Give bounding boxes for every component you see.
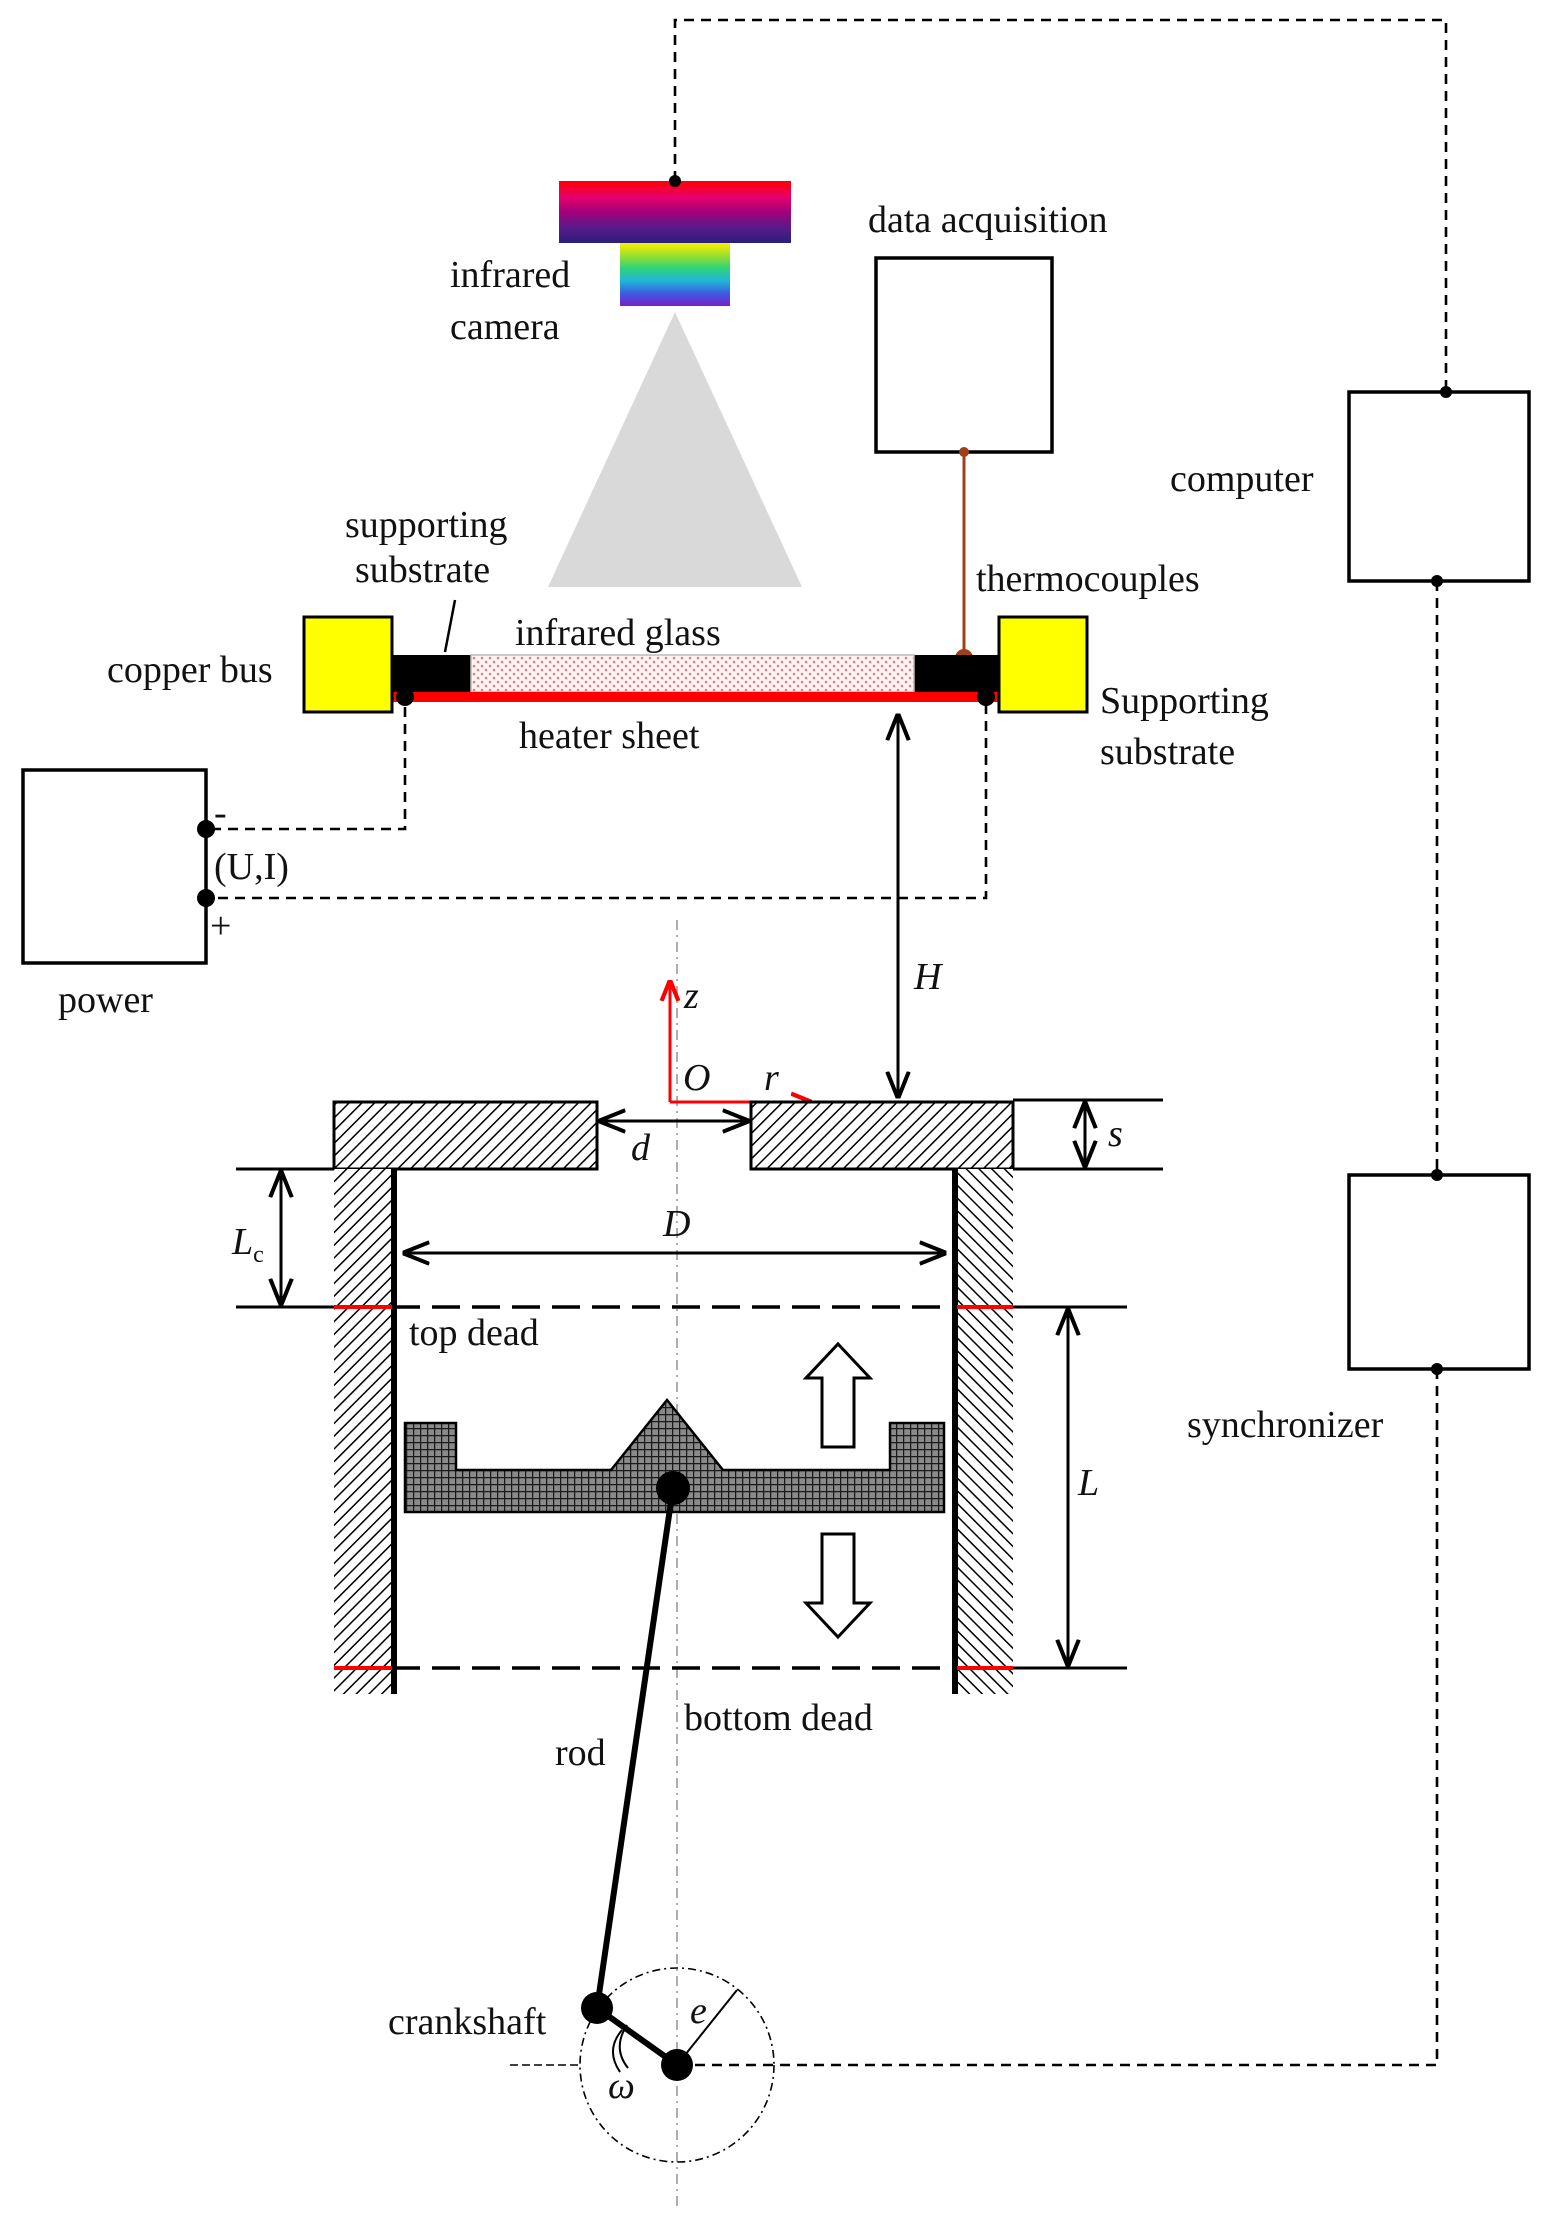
infrared-glass-label: infrared glass bbox=[515, 612, 721, 654]
heater-assembly bbox=[302, 599, 1089, 714]
rotation-omega-arc-2 bbox=[612, 2029, 623, 2073]
axis-z-label: z bbox=[683, 975, 699, 1017]
bottom-dead-label: bottom dead bbox=[684, 1697, 873, 1739]
signal-wiring bbox=[206, 18, 1448, 2067]
copper-bus-label: copper bus bbox=[107, 649, 273, 691]
copper-bus-left bbox=[302, 615, 394, 714]
top-dead-label: top dead bbox=[409, 1312, 539, 1354]
camera-view-cone bbox=[548, 312, 802, 587]
eccentricity-e-label: e bbox=[690, 1990, 707, 2032]
thermocouple-junction-top bbox=[959, 447, 969, 457]
power-plus-label: + bbox=[210, 905, 231, 947]
crank-pin bbox=[581, 1992, 613, 2024]
dimension-d-label: d bbox=[631, 1127, 651, 1169]
heater-sheet bbox=[391, 692, 999, 702]
dimension-H-label: H bbox=[913, 956, 944, 998]
heater-sheet-label: heater sheet bbox=[519, 715, 700, 757]
infrared-camera-label-1: infrared bbox=[450, 254, 570, 296]
crankshaft-label: crankshaft bbox=[388, 2001, 547, 2043]
dimension-Lc-label: Lc bbox=[231, 1221, 264, 1268]
origin-O-label: O bbox=[683, 1057, 710, 1099]
dimension-s-label: s bbox=[1108, 1113, 1123, 1155]
axis-r-label: r bbox=[764, 1057, 779, 1099]
piston-down-arrow bbox=[802, 1532, 874, 1640]
piston-pin bbox=[656, 1471, 690, 1505]
power-box bbox=[21, 768, 208, 965]
eccentricity-line bbox=[676, 1989, 738, 2066]
cylinder-wall-left bbox=[334, 1169, 392, 1694]
nozzle-plate-left bbox=[332, 1100, 599, 1171]
computer-label: computer bbox=[1170, 458, 1314, 500]
supporting-substrate-label-2: substrate bbox=[355, 549, 490, 591]
power-label: power bbox=[58, 979, 153, 1021]
copper-bus-right bbox=[997, 615, 1089, 714]
infrared-camera bbox=[559, 175, 791, 306]
crank-circle bbox=[579, 1967, 775, 2163]
synchronizer-box bbox=[1347, 1173, 1531, 1371]
piston bbox=[403, 1397, 946, 1514]
supporting-substrate-label-1: supporting bbox=[345, 504, 508, 546]
rotation-omega-arc bbox=[618, 2024, 629, 2069]
supporting-substrate-right-label-1: Supporting bbox=[1100, 680, 1269, 722]
data-acquisition-box bbox=[874, 256, 1054, 454]
piston-up-arrow bbox=[802, 1341, 874, 1449]
power-minus-label: - bbox=[214, 792, 227, 834]
computer-box bbox=[1347, 390, 1531, 583]
connecting-rod bbox=[594, 1487, 676, 2009]
synchronizer-label: synchronizer bbox=[1187, 1404, 1384, 1446]
thermocouples-label: thermocouples bbox=[976, 558, 1200, 600]
infrared-camera-label-2: camera bbox=[450, 306, 560, 348]
data-acquisition-label: data acquisition bbox=[868, 199, 1108, 241]
dimension-L-label: L bbox=[1077, 1462, 1099, 1504]
cylinder-wall-right bbox=[957, 1169, 1013, 1694]
rod-label: rod bbox=[555, 1732, 606, 1774]
infrared-glass bbox=[470, 654, 915, 693]
dimension-D-label: D bbox=[662, 1203, 690, 1245]
omega-label: ω bbox=[608, 2065, 635, 2107]
supporting-substrate-right-label-2: substrate bbox=[1100, 731, 1235, 773]
crank-arm bbox=[595, 2005, 679, 2068]
nozzle-plate-right bbox=[749, 1100, 1015, 1171]
substrate-leader-line bbox=[443, 599, 457, 653]
power-ui-label: (U,I) bbox=[214, 846, 289, 888]
